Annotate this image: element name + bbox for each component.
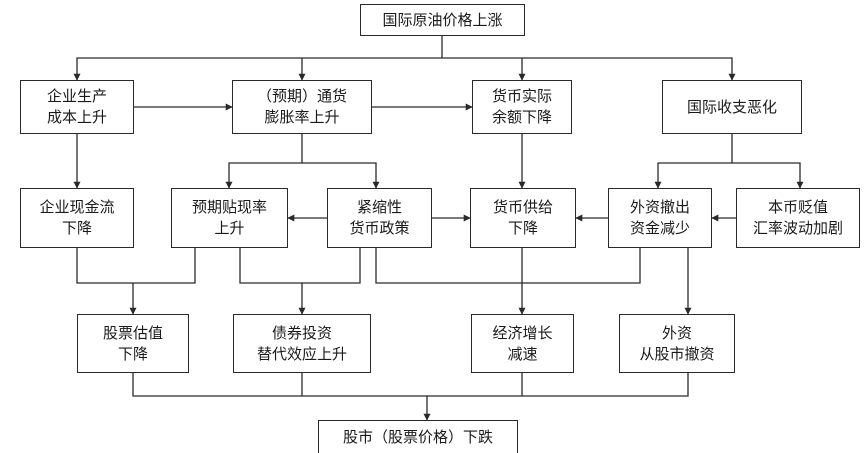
connector-row4-to-stock-market-fall: [132, 373, 689, 397]
node-depreciation: 本币贬值 汇率波动加剧: [736, 188, 860, 248]
connector-oil-to-balance-payments: [442, 57, 736, 81]
node-foreign-withdrawal-line-1: 外资: [661, 323, 692, 342]
node-tight-policy-line-2: 货币政策: [349, 219, 410, 237]
node-money-supply: 货币供给 下降: [470, 188, 576, 248]
node-depreciation-line-2: 汇率波动加剧: [752, 219, 843, 237]
node-depreciation-line-1: 本币贬值: [767, 198, 828, 216]
node-production-cost-line-1: 企业生产: [46, 87, 107, 105]
node-growth-slowdown-line-2: 减速: [507, 344, 538, 363]
connector-capital-outflow-to-growth-slowdown: [522, 248, 641, 284]
connector-balance-payments-to-capital-outflow: [654, 134, 733, 189]
node-cash-flow: 企业现金流 下降: [20, 188, 134, 248]
node-money-supply-line-1: 货币供给: [492, 198, 553, 216]
connector-discount-rate-to-stock-valuation: [133, 248, 196, 284]
node-discount-rate: 预期贴现率 上升: [171, 188, 288, 248]
connector-oil-to-production-cost: [73, 36, 443, 81]
connector-tight-policy-to-bond-substitution: [302, 248, 361, 284]
node-capital-outflow: 外资撤出 资金减少: [608, 188, 712, 248]
node-stock-valuation-line-1: 股票估值: [102, 323, 163, 342]
node-growth-slowdown: 经济增长 减速: [471, 314, 574, 373]
node-cash-flow-line-2: 下降: [61, 219, 92, 237]
connector-tight-policy-to-growth-slowdown: [375, 248, 526, 315]
node-discount-rate-line-2: 上升: [214, 219, 245, 237]
node-tight-policy-line-1: 紧缩性: [356, 198, 402, 216]
node-money-supply-line-2: 下降: [507, 219, 538, 237]
node-foreign-withdrawal: 外资 从股市撤资: [619, 314, 735, 373]
node-bond-substitution-line-1: 债券投资: [271, 323, 332, 342]
node-real-money: 货币实际 余额下降: [472, 80, 572, 134]
node-inflation-line-2: 膨胀率上升: [264, 108, 340, 126]
node-stock-market-fall: 股市（股票价格）下跌: [318, 420, 518, 453]
node-oil-price: 国际原油价格上涨: [360, 4, 525, 36]
connector-inflation-to-tight-policy: [302, 162, 380, 189]
node-balance-payments-line-1: 国际收支恶化: [686, 97, 777, 116]
node-discount-rate-line-1: 预期贴现率: [191, 198, 267, 216]
connector-discount-rate-to-bond-substitution: [239, 248, 306, 315]
node-stock-valuation: 股票估值 下降: [77, 314, 189, 373]
node-stock-market-fall-line-1: 股市（股票价格）下跌: [342, 427, 493, 446]
node-production-cost: 企业生产 成本上升: [20, 80, 134, 134]
node-real-money-line-1: 货币实际: [491, 87, 552, 105]
node-capital-outflow-line-1: 外资撤出: [629, 198, 690, 216]
node-tight-policy: 紧缩性 货币政策: [327, 188, 432, 248]
connector-inflation-to-discount-rate: [225, 134, 303, 189]
node-bond-substitution-line-2: 替代效应上升: [256, 344, 347, 363]
node-real-money-line-2: 余额下降: [491, 108, 552, 126]
node-balance-payments: 国际收支恶化: [662, 80, 802, 134]
node-oil-price-line-1: 国际原油价格上涨: [382, 10, 503, 29]
connector-balance-payments-to-depreciation: [732, 162, 804, 189]
node-bond-substitution: 债券投资 替代效应上升: [233, 314, 371, 373]
node-growth-slowdown-line-1: 经济增长: [492, 323, 553, 342]
node-inflation: （预期）通货 膨胀率上升: [232, 80, 372, 134]
node-cash-flow-line-1: 企业现金流: [39, 198, 115, 216]
node-foreign-withdrawal-line-2: 从股市撤资: [639, 344, 715, 363]
node-inflation-line-1: （预期）通货: [256, 87, 347, 105]
node-production-cost-line-2: 成本上升: [46, 108, 107, 126]
node-capital-outflow-line-2: 资金减少: [629, 219, 690, 237]
node-stock-valuation-line-2: 下降: [117, 344, 148, 363]
connector-cash-flow-to-stock-valuation: [76, 248, 137, 315]
